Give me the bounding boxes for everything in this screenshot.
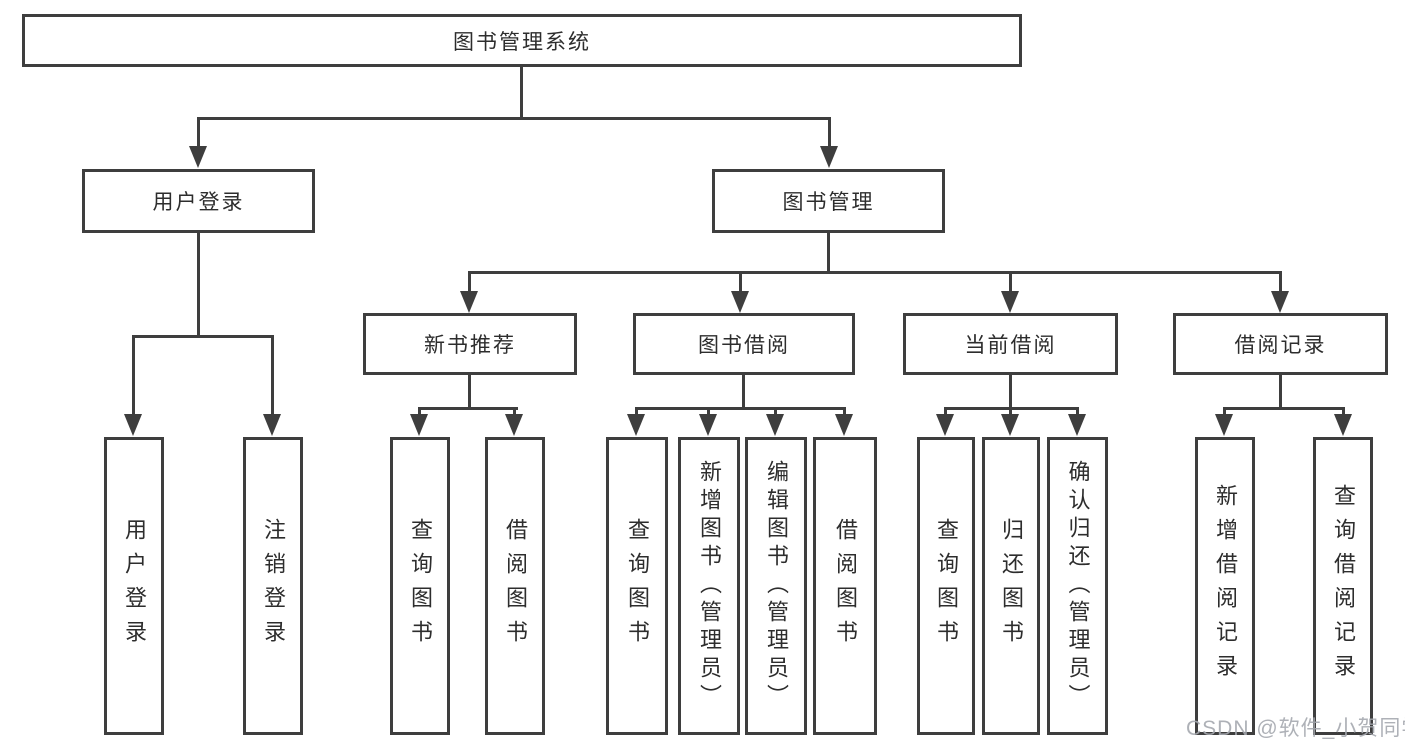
connector-line [197,118,200,148]
leaf-confirm-return-admin: 确认归还（管理员） [1047,437,1108,735]
leaf-user-login-label: 用户登录 [122,518,147,654]
connector-line [1009,408,1012,415]
connector-line [742,375,745,409]
arrow-head [189,146,207,168]
leaf-edit-book-admin-label: 编辑图书（管理员） [764,460,789,712]
leaf-user-login: 用户登录 [104,437,164,735]
node-book-management: 图书管理 [712,169,945,233]
connector-line [1223,407,1345,410]
leaf-return-book: 归还图书 [982,437,1040,735]
connector-line [132,335,274,338]
connector-line [1279,375,1282,409]
connector-line [1076,408,1079,415]
leaf-borrow-books: 借阅图书 [813,437,877,735]
arrow-head [936,414,954,436]
arrow-head [1001,291,1019,313]
leaf-add-borrow-record: 新增借阅记录 [1195,437,1255,735]
leaf-query-books-current: 查询图书 [917,437,975,735]
leaf-query-books-recommend: 查询图书 [390,437,450,735]
connector-line [843,408,846,415]
connector-line [739,272,742,292]
arrow-head [835,414,853,436]
connector-line [468,272,471,292]
connector-line [944,408,947,415]
leaf-query-books-borrow-label: 查询图书 [625,518,650,654]
arrow-head [1001,414,1019,436]
connector-line [418,408,421,415]
leaf-borrow-books-label: 借阅图书 [833,518,858,654]
connector-line [827,233,830,273]
arrow-head [460,291,478,313]
connector-line [197,117,831,120]
arrow-head [1334,414,1352,436]
arrow-head [766,414,784,436]
connector-line [1279,272,1282,292]
connector-line [707,408,710,415]
leaf-edit-book-admin: 编辑图书（管理员） [745,437,807,735]
leaf-query-books-current-label: 查询图书 [934,518,959,654]
node-borrow-records-label: 借阅记录 [1234,334,1327,357]
connector-line [520,67,523,119]
leaf-add-book-admin: 新增图书（管理员） [678,437,740,735]
connector-line [1009,272,1012,292]
node-root: 图书管理系统 [22,14,1022,67]
connector-line [1223,408,1226,415]
connector-line [774,408,777,415]
arrow-head [820,146,838,168]
connector-line [132,336,135,414]
node-borrow-records: 借阅记录 [1173,313,1388,375]
node-current-borrow-label: 当前借阅 [964,334,1057,357]
arrow-head [1215,414,1233,436]
leaf-borrow-books-recommend-label: 借阅图书 [503,518,528,654]
connector-line [468,271,1282,274]
connector-line [418,407,518,410]
arrow-head [505,414,523,436]
leaf-confirm-return-admin-label: 确认归还（管理员） [1065,460,1091,712]
leaf-borrow-books-recommend: 借阅图书 [485,437,545,735]
arrow-head [627,414,645,436]
arrow-head [731,291,749,313]
node-new-book-recommend-label: 新书推荐 [424,334,516,357]
leaf-logout-label: 注销登录 [261,518,286,654]
leaf-add-borrow-record-label: 新增借阅记录 [1213,484,1238,688]
node-book-management-label: 图书管理 [782,191,875,214]
connector-line [1342,408,1345,415]
arrow-head [1271,291,1289,313]
node-root-label: 图书管理系统 [453,30,591,54]
node-book-borrow: 图书借阅 [633,313,855,375]
node-user-login-label: 用户登录 [152,191,245,214]
leaf-return-book-label: 归还图书 [999,518,1024,654]
leaf-logout: 注销登录 [243,437,303,735]
connector-line [1009,375,1012,409]
node-current-borrow: 当前借阅 [903,313,1118,375]
leaf-query-borrow-record: 查询借阅记录 [1313,437,1373,735]
leaf-query-books-borrow: 查询图书 [606,437,668,735]
connector-line [635,407,846,410]
arrow-head [410,414,428,436]
connector-line [197,233,200,337]
leaf-query-borrow-record-label: 查询借阅记录 [1331,484,1356,688]
connector-line [635,408,638,415]
arrow-head [263,414,281,436]
arrow-head [699,414,717,436]
connector-line [271,336,274,414]
connector-line [828,118,831,148]
connector-line [468,375,471,409]
watermark: CSDN @软件_小贺同学 [1186,717,1405,740]
node-new-book-recommend: 新书推荐 [363,313,577,375]
arrow-head [1068,414,1086,436]
leaf-add-book-admin-label: 新增图书（管理员） [697,460,722,712]
connector-line [513,408,516,415]
node-user-login: 用户登录 [82,169,315,233]
node-book-borrow-label: 图书借阅 [698,334,790,357]
leaf-query-books-recommend-label: 查询图书 [408,518,433,654]
arrow-head [124,414,142,436]
